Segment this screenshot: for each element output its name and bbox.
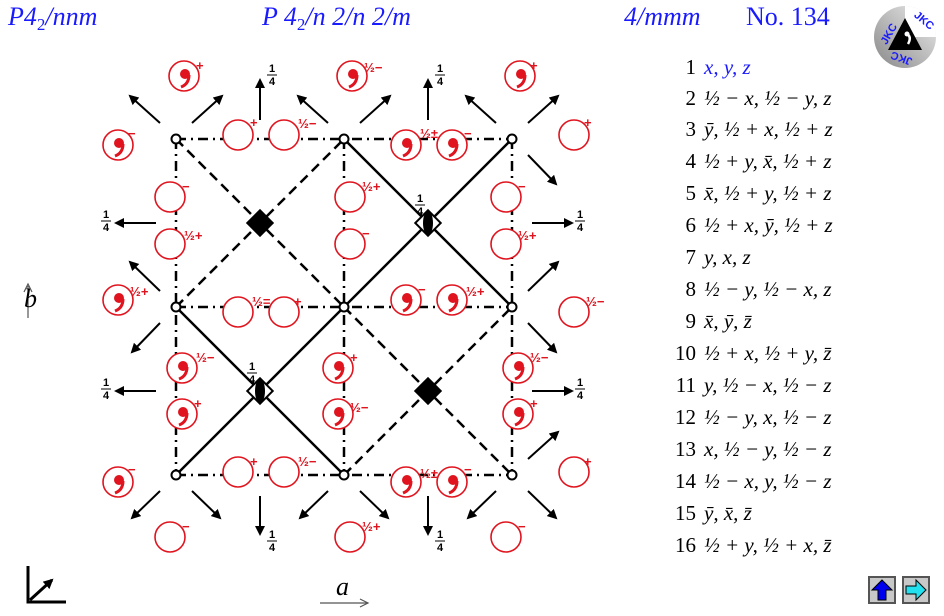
svg-text:1: 1: [249, 361, 255, 373]
svg-text:−: −: [518, 519, 526, 534]
svg-text:+: +: [530, 396, 538, 411]
svg-text:4: 4: [417, 206, 424, 218]
svg-text:1: 1: [103, 377, 109, 389]
svg-text:1: 1: [269, 63, 275, 75]
svg-text:½−: ½−: [586, 294, 605, 309]
svg-text:−: −: [464, 126, 472, 141]
svg-text:½+: ½+: [518, 228, 537, 243]
short-symbol-rest: /nnm: [45, 2, 98, 31]
svg-text:½+: ½+: [184, 228, 203, 243]
short-symbol-base: P4: [8, 2, 37, 31]
svg-text:4: 4: [103, 390, 110, 402]
svg-text:+: +: [584, 454, 592, 469]
svg-text:½−: ½−: [196, 350, 215, 365]
svg-text:−: −: [362, 226, 370, 241]
svg-text:+: +: [194, 396, 202, 411]
svg-text:−: −: [128, 462, 136, 477]
svg-text:½+: ½+: [130, 284, 149, 299]
axis-a-label: a: [336, 572, 349, 601]
full-symbol-rest: /n 2/n 2/m: [305, 2, 411, 31]
svg-text:4: 4: [577, 222, 584, 234]
svg-text:½−: ½−: [298, 116, 317, 131]
space-group-number: No. 134: [746, 2, 830, 31]
svg-text:1: 1: [269, 529, 275, 541]
svg-text:−: −: [518, 179, 526, 194]
svg-text:+: +: [294, 294, 302, 309]
svg-text:+: +: [530, 58, 538, 73]
svg-text:−: −: [182, 179, 190, 194]
svg-text:½+: ½+: [362, 519, 381, 534]
svg-text:−: −: [464, 462, 472, 477]
svg-text:½+: ½+: [362, 179, 381, 194]
svg-text:−: −: [128, 126, 136, 141]
svg-text:½±: ½±: [420, 126, 438, 141]
twofold-axis-icon: [245, 208, 443, 406]
svg-text:1: 1: [437, 63, 443, 75]
axes-icon: [26, 566, 66, 604]
svg-text:1: 1: [417, 193, 423, 205]
svg-text:½−: ½−: [530, 350, 549, 365]
svg-text:½−: ½−: [364, 60, 383, 75]
svg-text:+: +: [584, 115, 592, 130]
svg-text:½−: ½−: [298, 454, 317, 469]
axis-b-label: b: [24, 284, 37, 313]
position-height-labels: + + − + + − − − − + − + + + − + + − − − ½− ½− ½± ½+ ½+ ½+…: [128, 58, 605, 534]
svg-text:+: +: [250, 115, 258, 130]
space-group-short-symbol: P42/nnm: [8, 2, 98, 34]
svg-text:4: 4: [249, 374, 256, 386]
svg-text:4: 4: [269, 542, 276, 554]
full-symbol-base: P 4: [262, 2, 297, 31]
svg-text:4: 4: [437, 76, 444, 88]
screw-axis-arrows: [114, 78, 574, 536]
point-group: 4/mmm: [624, 2, 701, 31]
svg-text:4: 4: [577, 390, 584, 402]
svg-text:4: 4: [269, 76, 276, 88]
nav-next-button[interactable]: [902, 576, 930, 604]
svg-text:½+: ½+: [466, 284, 485, 299]
arrow-height-labels: 14 14 14 14 14 14 14 14: [101, 63, 585, 554]
svg-text:1: 1: [103, 209, 109, 221]
full-symbol-sub: 2: [296, 15, 306, 34]
svg-text:−: −: [182, 519, 190, 534]
svg-text:1: 1: [577, 377, 583, 389]
short-symbol-sub: 2: [36, 15, 46, 34]
svg-text:+: +: [250, 454, 258, 469]
jkc-logo-icon[interactable]: JKC JKC JKC: [872, 4, 938, 70]
svg-text:1: 1: [437, 529, 443, 541]
arrow-up-icon: [870, 579, 894, 601]
inversion-centers: [170, 133, 518, 481]
svg-text:4: 4: [103, 222, 110, 234]
svg-text:½±: ½±: [420, 466, 438, 481]
nav-up-button[interactable]: [868, 576, 896, 604]
svg-text:+: +: [196, 58, 204, 73]
svg-text:1: 1: [577, 209, 583, 221]
arrow-right-icon: [905, 578, 927, 602]
svg-text:½−: ½−: [350, 400, 369, 415]
svg-text:+: +: [350, 350, 358, 365]
symmetry-diagram: 14 14 14 14 14 14 14 14 14 14: [23, 58, 605, 608]
svg-text:4: 4: [437, 542, 444, 554]
space-group-full-symbol: P 42/n 2/n 2/m: [262, 2, 411, 34]
svg-text:−: −: [418, 282, 426, 297]
svg-text:½=: ½=: [252, 294, 271, 309]
